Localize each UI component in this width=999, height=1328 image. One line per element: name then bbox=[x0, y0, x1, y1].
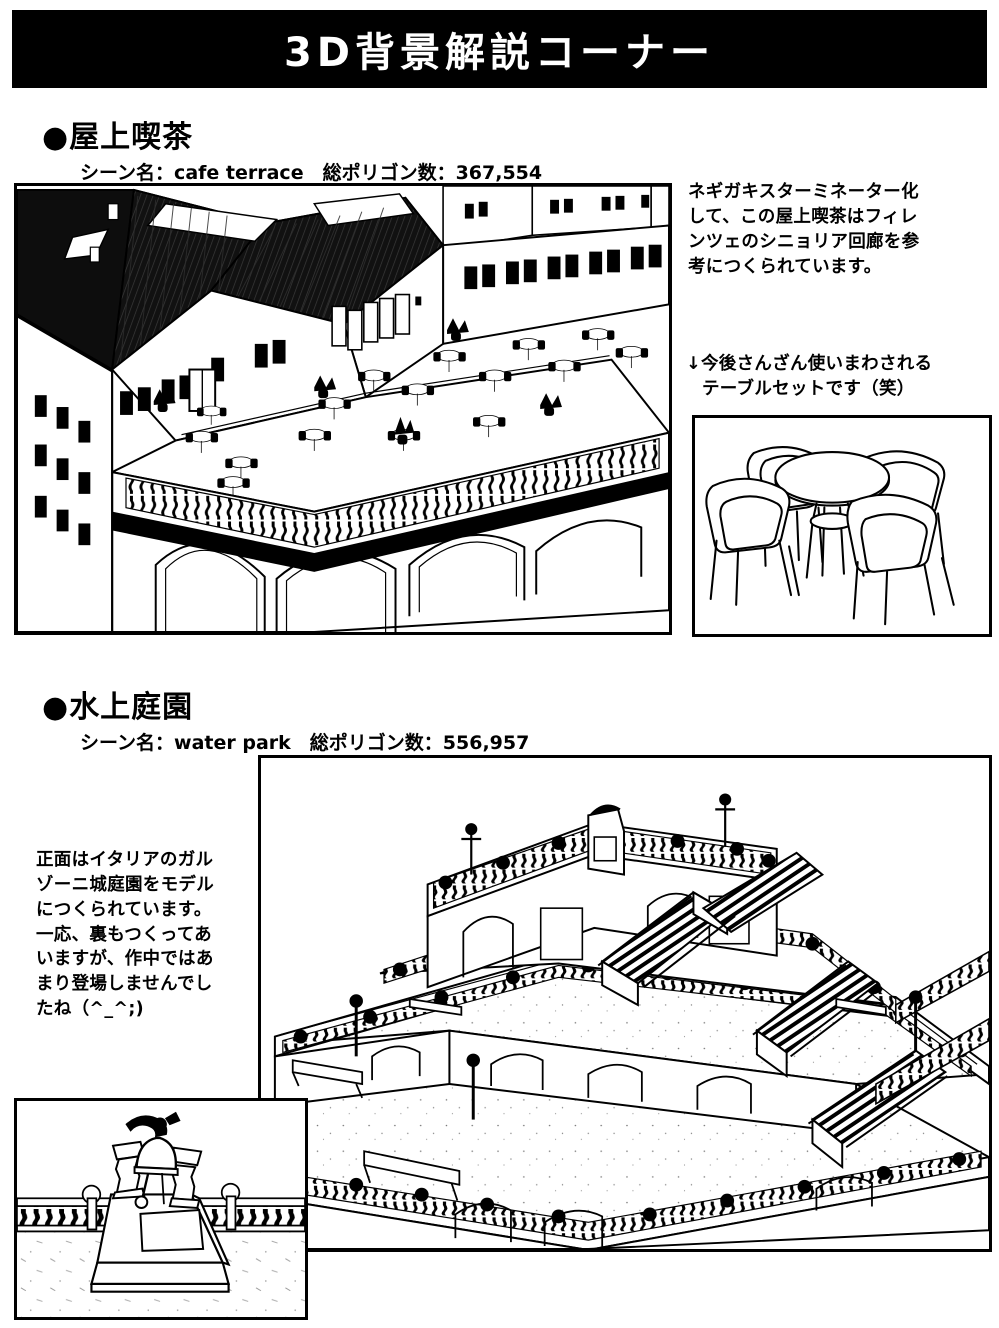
note-line: いますが、作中ではあ bbox=[36, 949, 214, 970]
note-line: ネギガキスターミネーター化 bbox=[688, 182, 919, 202]
panel-water-garden-render bbox=[258, 755, 992, 1252]
note-garden-description: 正面はイタリアのガル ゾーニ城庭園をモデル につくられています。 一応、裏もつく… bbox=[36, 848, 266, 1022]
section-bullet: ● bbox=[42, 120, 70, 155]
note-line: 考につくられています。 bbox=[688, 256, 882, 277]
section-subline-water-garden: シーン名：water park 総ポリゴン数：556,957 bbox=[80, 732, 530, 754]
note-line: して、この屋上喫茶はフィレ bbox=[688, 206, 918, 227]
note-line: につくられています。 bbox=[36, 899, 212, 920]
section-title-water-garden: 水上庭園 bbox=[69, 690, 194, 725]
note-line: テーブルセットです（笑） bbox=[702, 378, 915, 399]
section-subline-rooftop-cafe: シーン名：cafe terrace 総ポリゴン数：367,554 bbox=[80, 162, 543, 184]
note-line: ゾーニ城庭園をモデル bbox=[36, 874, 214, 895]
bell-monument-illustration bbox=[17, 1101, 305, 1317]
title-banner: 3D背景解説コーナー bbox=[12, 10, 987, 88]
rooftop-cafe-illustration bbox=[17, 186, 669, 632]
note-cafe-description: ネギガキスターミネーター化 して、この屋上喫茶はフィレ ンツェのシニョリア回廊を… bbox=[688, 180, 994, 279]
section-bullet: ● bbox=[42, 690, 70, 725]
section-header-rooftop-cafe: ● 屋上喫茶 シーン名：cafe terrace 総ポリゴン数：367,554 bbox=[42, 112, 542, 185]
page-title: 3D背景解説コーナー bbox=[283, 30, 716, 76]
note-line: ンツェのシニョリア回廊を参 bbox=[688, 231, 920, 252]
note-line: まり登場しませんでし bbox=[36, 974, 213, 995]
panel-bell-monument-inset bbox=[14, 1098, 308, 1320]
note-table-caption: ↓今後さんざん使いまわされる テーブルセットです（笑） bbox=[686, 352, 996, 402]
water-garden-illustration bbox=[261, 758, 989, 1249]
section-header-water-garden: ● 水上庭園 シーン名：water park 総ポリゴン数：556,957 bbox=[42, 682, 529, 755]
panel-rooftop-cafe-render bbox=[14, 183, 672, 635]
table-set-illustration bbox=[695, 418, 989, 634]
section-title-rooftop-cafe: 屋上喫茶 bbox=[69, 120, 194, 155]
note-line: 正面はイタリアのガル bbox=[36, 850, 214, 870]
note-line: 一応、裏もつくってあ bbox=[36, 924, 212, 945]
note-line: ↓今後さんざん使いまわされる bbox=[686, 354, 933, 374]
panel-table-set-render bbox=[692, 415, 992, 637]
note-line: たね（^_^;) bbox=[36, 999, 144, 1020]
